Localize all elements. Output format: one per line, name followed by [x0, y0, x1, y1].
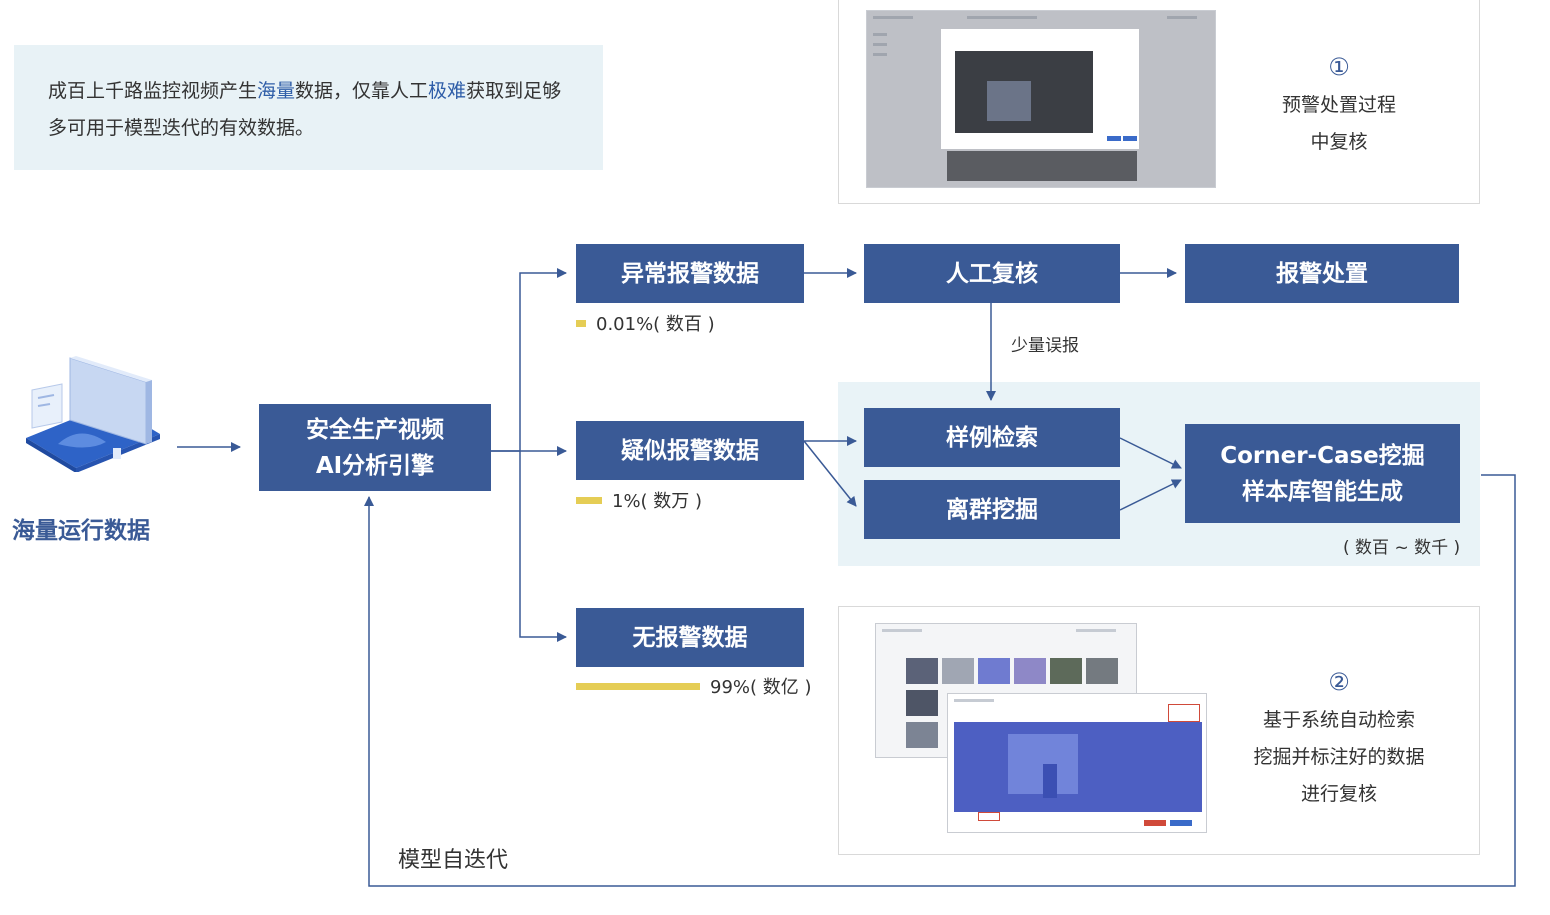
top-panel-caption: ① 预警处置过程 中复核: [1234, 47, 1444, 161]
abnormal-share: 0.01%( 数百 ): [576, 310, 715, 336]
intro-highlight-massive: 海量: [257, 80, 296, 102]
sample-search-box: 样例检索: [864, 408, 1120, 467]
sample-search-label: 样例检索: [946, 424, 1038, 451]
suspect-alarm-label: 疑似报警数据: [621, 437, 759, 464]
ai-engine-label: 安全生产视频 AI分析引擎: [306, 416, 444, 479]
arrow-engine-to-none: [519, 451, 567, 642]
step-number-2: ②: [1328, 668, 1350, 696]
arrow-feedback-loop: [364, 474, 1516, 887]
suspect-alarm-box: 疑似报警数据: [576, 421, 804, 480]
abnormal-share-bar: [576, 319, 586, 327]
suspect-share: 1%( 数万 ): [576, 487, 702, 513]
model-iteration-label: 模型自迭代: [398, 848, 509, 873]
intro-text-1: 成百上千路监控视频产生: [48, 80, 258, 102]
intro-highlight-hard: 极难: [428, 80, 467, 102]
bottom-panel-caption: ② 基于系统自动检索 挖掘并标注好的数据 进行复核: [1234, 662, 1444, 813]
no-alarm-share-bar: [576, 682, 700, 690]
corner-case-box: Corner-Case挖掘 样本库智能生成: [1185, 424, 1460, 523]
sample-library-screenshot-front: [947, 693, 1207, 833]
corner-case-label: Corner-Case挖掘 样本库智能生成: [1220, 442, 1425, 505]
ai-engine-box: 安全生产视频 AI分析引擎: [259, 404, 491, 491]
bottom-caption-line-2: 挖掘并标注好的数据: [1253, 746, 1425, 768]
data-source-icon: [26, 356, 160, 472]
false-alarm-label: 少量误报: [1011, 336, 1079, 356]
corner-case-count: ( 数百 ~ 数千 ): [1343, 538, 1461, 558]
manual-review-label: 人工复核: [946, 260, 1038, 287]
no-alarm-label: 无报警数据: [632, 624, 748, 651]
abnormal-alarm-box: 异常报警数据: [576, 244, 804, 303]
outlier-mining-label: 离群挖掘: [946, 496, 1038, 523]
abnormal-share-text: 0.01%( 数百 ): [596, 314, 715, 335]
manual-review-box: 人工复核: [864, 244, 1120, 303]
top-caption-line-2: 中复核: [1310, 131, 1368, 153]
intro-text-2: 数据，仅靠人工: [295, 80, 429, 102]
abnormal-alarm-label: 异常报警数据: [621, 260, 759, 287]
step-number-1: ①: [1328, 53, 1350, 81]
review-screenshot: [866, 10, 1216, 188]
intro-note: 成百上千路监控视频产生海量数据，仅靠人工极难获取到足够多可用于模型迭代的有效数据…: [14, 45, 603, 170]
arrow-suspect-to-outlier: [803, 440, 857, 507]
alarm-handling-box: 报警处置: [1185, 244, 1459, 303]
no-alarm-share: 99%( 数亿 ): [576, 673, 812, 699]
intro-text-3: 获取到足够多可用于模型迭代的有效数据。: [48, 80, 562, 139]
outlier-mining-box: 离群挖掘: [864, 480, 1120, 539]
no-alarm-box: 无报警数据: [576, 608, 804, 667]
top-caption-line-1: 预警处置过程: [1281, 94, 1396, 116]
suspect-share-text: 1%( 数万 ): [612, 491, 703, 512]
bottom-caption-line-1: 基于系统自动检索: [1262, 709, 1415, 731]
suspect-share-bar: [576, 496, 602, 504]
alarm-handling-label: 报警处置: [1276, 260, 1368, 287]
source-label: 海量运行数据: [12, 518, 150, 544]
top-review-panel: ① 预警处置过程 中复核: [838, 0, 1480, 204]
arrow-engine-to-abnormal: [491, 268, 567, 452]
bottom-caption-line-3: 进行复核: [1300, 783, 1377, 805]
arrow-search-to-corner: [1119, 437, 1182, 469]
arrow-outlier-to-corner: [1119, 479, 1182, 511]
no-alarm-share-text: 99%( 数亿 ): [710, 677, 812, 698]
bottom-review-panel: ② 基于系统自动检索 挖掘并标注好的数据 进行复核: [838, 606, 1480, 855]
